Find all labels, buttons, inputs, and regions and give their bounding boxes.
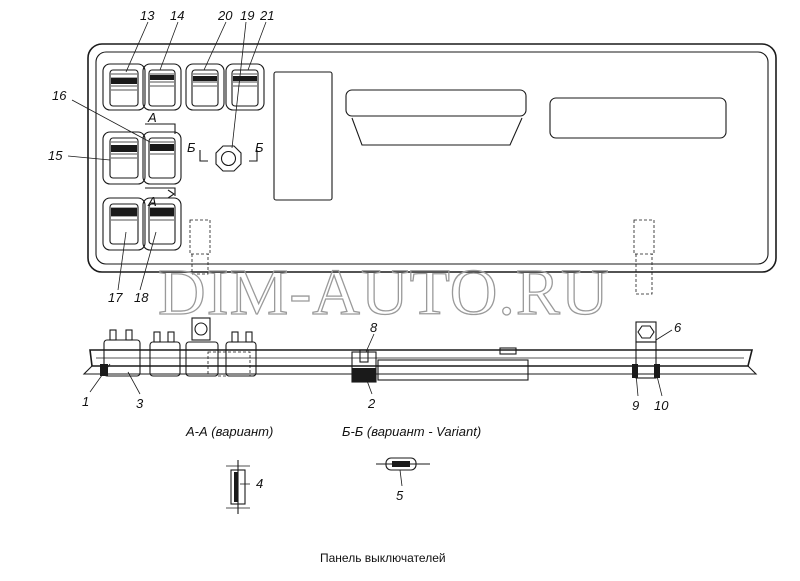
callout-9: 9: [632, 398, 639, 413]
section-letter-a-lower: А: [147, 194, 157, 209]
panel-side-view: [82, 317, 758, 383]
section-letter-b-right: Б: [255, 140, 264, 155]
leader-lines: [67, 21, 673, 487]
display-window: [345, 89, 527, 146]
callout-10: 10: [654, 398, 669, 413]
section-bb-detail: [376, 457, 430, 471]
watermark: DIM-AUTO.RU: [158, 256, 610, 329]
rocker-switch-20: [185, 63, 225, 111]
section-mark-b-left: [199, 150, 208, 162]
rocker-switch-14: [142, 63, 182, 111]
callout-3: 3: [136, 396, 144, 411]
section-line-a: [145, 123, 176, 199]
switch-body-2: [149, 331, 181, 377]
blank-plate-left: [273, 71, 333, 201]
callout-18: 18: [134, 290, 149, 305]
section-bb-title: Б-Б (вариант - Variant): [342, 424, 481, 439]
rocker-switch-16: [142, 131, 182, 185]
section-mark-b-right: [249, 150, 258, 162]
callout-20: 20: [217, 8, 233, 23]
panel-front-view: [87, 43, 777, 295]
rocker-switch-13: [102, 63, 146, 111]
switch-body-4: [207, 331, 257, 377]
switch-body-3: [185, 317, 219, 377]
mounting-bracket-left: [189, 219, 211, 275]
callout-16: 16: [52, 88, 67, 103]
rocker-switch-17: [102, 197, 146, 251]
mounting-bracket-right: [633, 219, 655, 295]
callout-4: 4: [256, 476, 263, 491]
rocker-switch-21: [225, 63, 265, 111]
callout-2: 2: [367, 396, 376, 411]
section-aa-title: А-А (вариант): [185, 424, 273, 439]
section-letter-a-upper: А: [147, 110, 157, 125]
figure-caption: Панель выключателей: [320, 551, 446, 565]
switch-body-1: [100, 329, 141, 377]
center-clip: [351, 347, 529, 383]
blank-plate-right: [549, 97, 727, 139]
callout-6: 6: [674, 320, 682, 335]
callout-14: 14: [170, 8, 184, 23]
callout-15: 15: [48, 148, 63, 163]
callout-19: 19: [240, 8, 254, 23]
section-letter-b-left: Б: [187, 140, 196, 155]
callout-17: 17: [108, 290, 123, 305]
rocker-switch-15: [102, 131, 146, 185]
section-aa-detail: [226, 460, 250, 514]
rocker-switch-18: [142, 197, 182, 251]
indicator-lamp-19: [215, 145, 242, 172]
callout-8: 8: [370, 320, 378, 335]
callout-21: 21: [259, 8, 274, 23]
callout-5: 5: [396, 488, 404, 503]
callout-1: 1: [82, 394, 89, 409]
callout-13: 13: [140, 8, 155, 23]
